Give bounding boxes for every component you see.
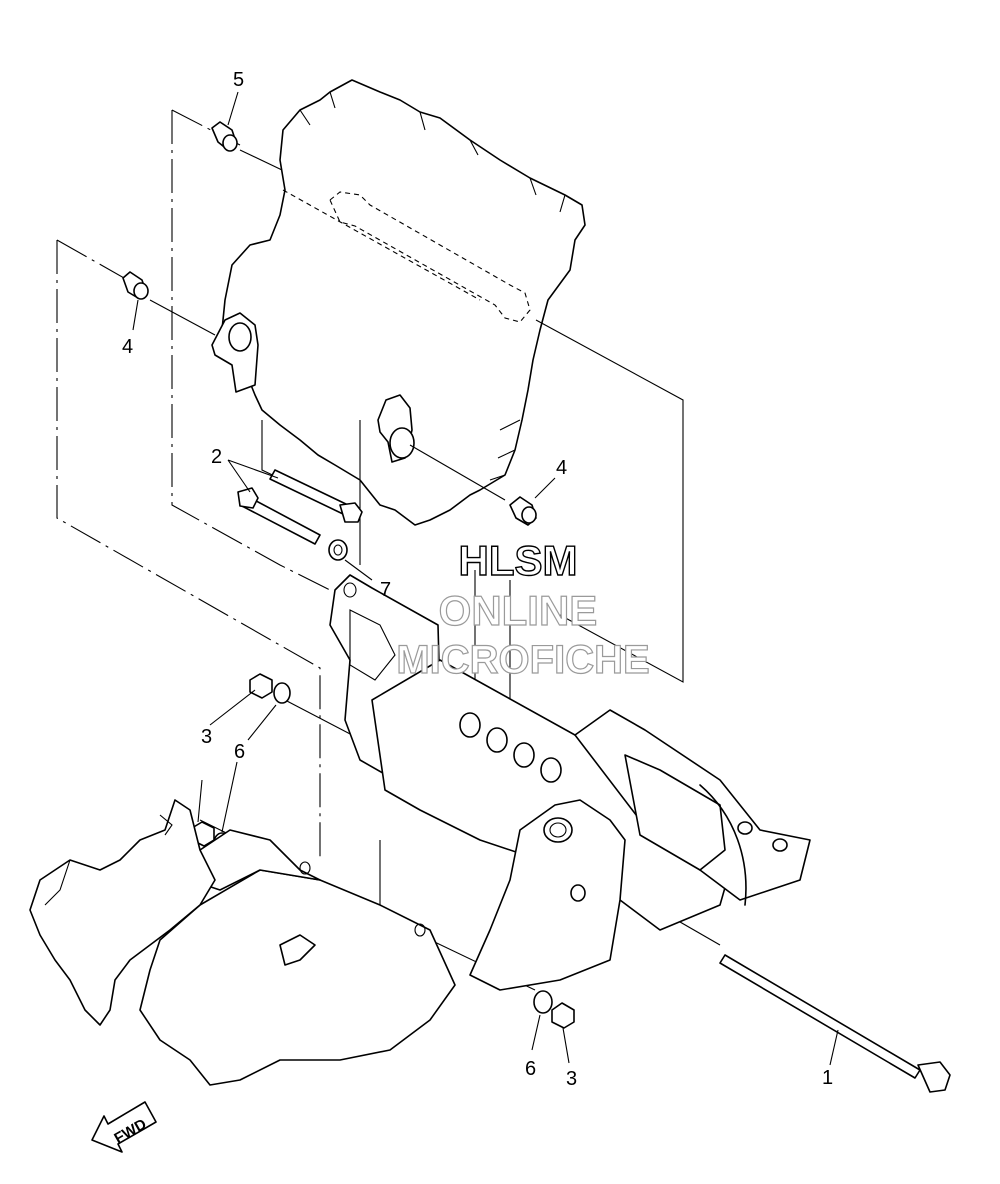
bolt-5 (211, 121, 238, 152)
watermark-line-2: ONLINE (439, 587, 598, 634)
rear-mount-bracket (469, 799, 626, 991)
callout-6-lower: 6 (525, 1058, 536, 1080)
callout-leaders (132, 91, 839, 1066)
long-bolt-1 (719, 954, 951, 1093)
nuts-washers-lower (533, 990, 575, 1029)
washer-7 (328, 539, 348, 561)
fwd-direction-badge: FWD (91, 1101, 157, 1153)
watermark: HLSM ONLINE MICROFICHE (396, 536, 651, 682)
watermark-line-3: MICROFICHE (396, 638, 649, 682)
lower-bracket (139, 829, 456, 1086)
callout-1: 1 (822, 1067, 833, 1089)
callout-5: 5 (233, 69, 244, 91)
callout-3-lower: 3 (566, 1068, 577, 1090)
bolt-4-left (122, 271, 149, 300)
engine-block (211, 79, 586, 526)
callout-3-upper: 3 (201, 726, 212, 748)
long-bolts-2 (237, 469, 363, 545)
frame-crossmember (371, 659, 811, 931)
callout-7: 7 (380, 579, 391, 601)
left-bracket (29, 799, 216, 1026)
callout-2: 2 (211, 446, 222, 468)
bolt-4-right (509, 496, 537, 526)
callout-4-left: 4 (122, 336, 133, 358)
callout-labels: 5 4 2 4 7 3 6 6 3 1 (122, 69, 833, 1090)
callout-6-upper: 6 (234, 741, 245, 763)
callout-4-right: 4 (556, 457, 567, 479)
watermark-line-1: HLSM (459, 537, 578, 584)
